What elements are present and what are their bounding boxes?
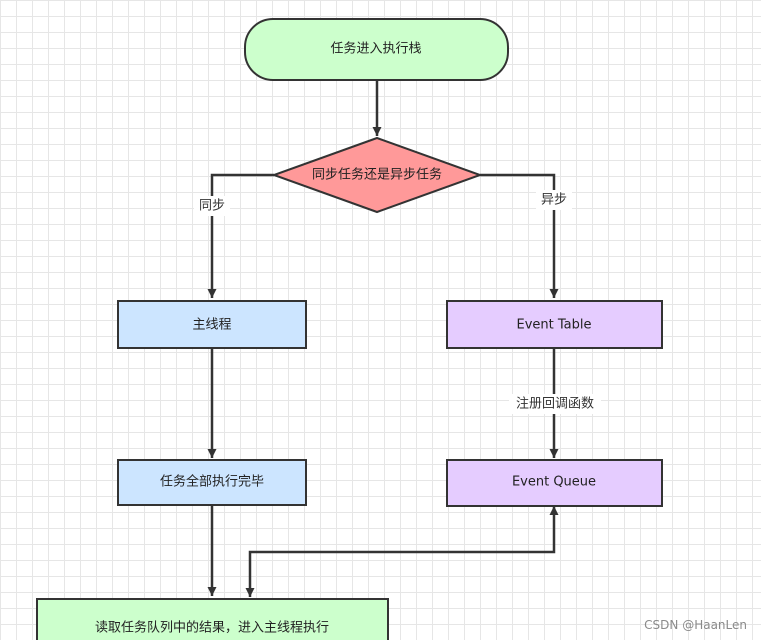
node-decision-label: 同步任务还是异步任务 <box>312 167 442 183</box>
node-event-table <box>446 300 663 349</box>
edge-label-sync: 同步 <box>199 199 225 214</box>
node-tasks-complete <box>117 459 307 506</box>
node-event-queue <box>446 459 663 507</box>
node-start <box>244 18 509 81</box>
watermark: CSDN @HaanLen <box>644 618 747 632</box>
node-read-queue-label: 读取任务队列中的结果，进入主线程执行 <box>95 620 329 636</box>
edge-read-queue-event-queue <box>245 506 559 597</box>
edge-decision-to-event-table <box>480 173 559 298</box>
edge-label-register-callback: 注册回调函数 <box>516 397 594 412</box>
edge-decision-to-main-thread <box>207 173 274 298</box>
node-start-label: 任务进入执行栈 <box>330 41 421 57</box>
node-event-table-label: Event Table <box>517 318 592 333</box>
edge-label-async: 异步 <box>541 193 567 208</box>
node-event-queue-label: Event Queue <box>512 475 596 490</box>
node-main-thread-label: 主线程 <box>192 318 231 333</box>
node-decision <box>271 136 483 214</box>
node-read-queue <box>36 598 389 640</box>
node-main-thread <box>117 300 307 349</box>
node-tasks-complete-label: 任务全部执行完毕 <box>160 474 264 490</box>
